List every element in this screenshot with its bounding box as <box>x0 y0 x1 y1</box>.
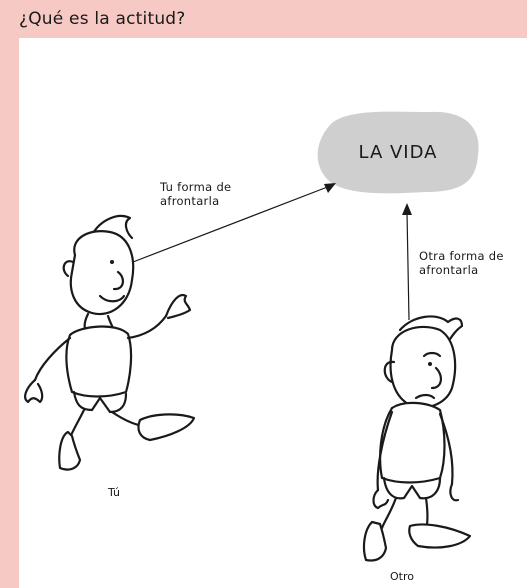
life-cloud-label: LA VIDA <box>358 142 438 163</box>
figure-you <box>24 214 196 471</box>
figure-other <box>362 315 472 562</box>
arrow-other-caption: Otra forma de afrontarla <box>419 249 504 277</box>
arrow-you-to-life <box>132 183 336 263</box>
life-cloud <box>317 111 479 194</box>
page-title: ¿Qué es la actitud? <box>19 9 186 29</box>
arrow-you-caption: Tu forma de afrontarla <box>160 180 231 208</box>
arrow-other-caption-line1: Otra forma de <box>419 249 504 263</box>
arrow-other-to-life <box>402 203 412 321</box>
arrow-other-caption-line2: afrontarla <box>419 263 479 277</box>
arrow-you-caption-line2: afrontarla <box>160 194 220 208</box>
figure-other-label: Otro <box>390 570 414 583</box>
arrow-you-caption-line1: Tu forma de <box>160 180 232 194</box>
figure-you-label: Tú <box>108 486 121 499</box>
